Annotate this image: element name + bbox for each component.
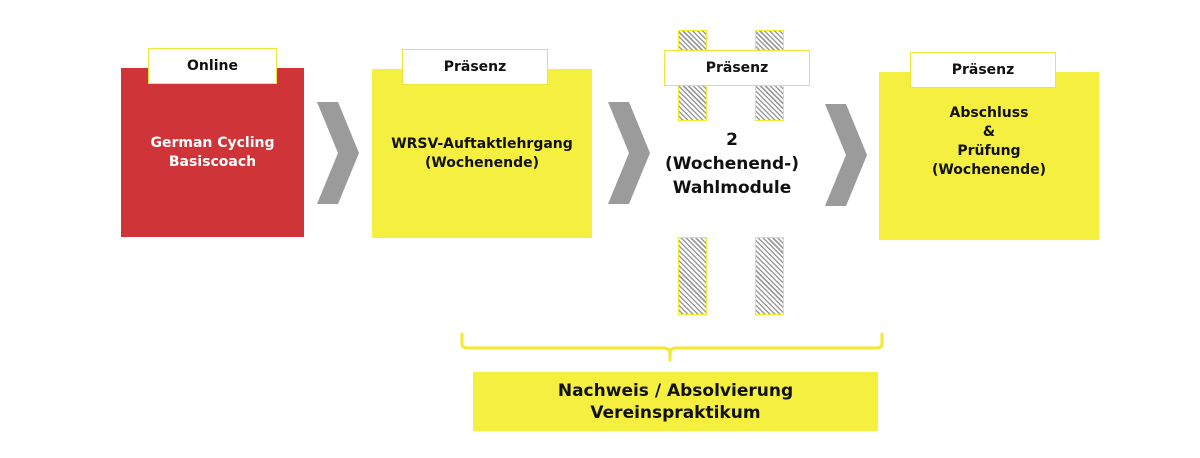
step-wahlmodule-tag-label: Präsenz bbox=[705, 60, 769, 76]
step-abschluss-box: Abschluss & Prüfung (Wochenende) bbox=[879, 72, 1099, 240]
step-auftakt-tag-label: Präsenz bbox=[443, 59, 507, 75]
step-auftakt-tag: Präsenz bbox=[402, 49, 548, 85]
vereinspraktikum-text: Nachweis / Absolvierung Vereinspraktikum bbox=[557, 380, 794, 423]
step-abschluss-tag-label: Präsenz bbox=[951, 62, 1015, 78]
step-online-tag: Online bbox=[148, 48, 277, 84]
step-online-box: German Cycling Basiscoach bbox=[121, 68, 304, 237]
step-online-tag-label: Online bbox=[187, 58, 238, 74]
chevron-right-icon bbox=[608, 102, 650, 204]
curly-bracket bbox=[460, 332, 884, 362]
chevron-right-icon bbox=[317, 102, 359, 204]
step-online-title: German Cycling Basiscoach bbox=[150, 134, 275, 170]
step-auftakt-title: WRSV-Auftaktlehrgang (Wochenende) bbox=[391, 135, 573, 171]
hatched-column-left-bottom bbox=[678, 237, 707, 315]
step-wahlmodule-tag: Präsenz bbox=[664, 50, 810, 86]
step-abschluss-title: Abschluss & Prüfung (Wochenende) bbox=[931, 105, 1047, 178]
step-abschluss-tag: Präsenz bbox=[910, 52, 1056, 88]
step-wahlmodule-title: 2 (Wochenend-) Wahlmodule bbox=[664, 130, 800, 198]
vereinspraktikum-box: Nachweis / Absolvierung Vereinspraktikum bbox=[473, 372, 878, 431]
hatched-column-right-bottom bbox=[755, 237, 784, 315]
step-auftakt-box: WRSV-Auftaktlehrgang (Wochenende) bbox=[372, 69, 592, 238]
chevron-right-icon bbox=[825, 104, 867, 206]
